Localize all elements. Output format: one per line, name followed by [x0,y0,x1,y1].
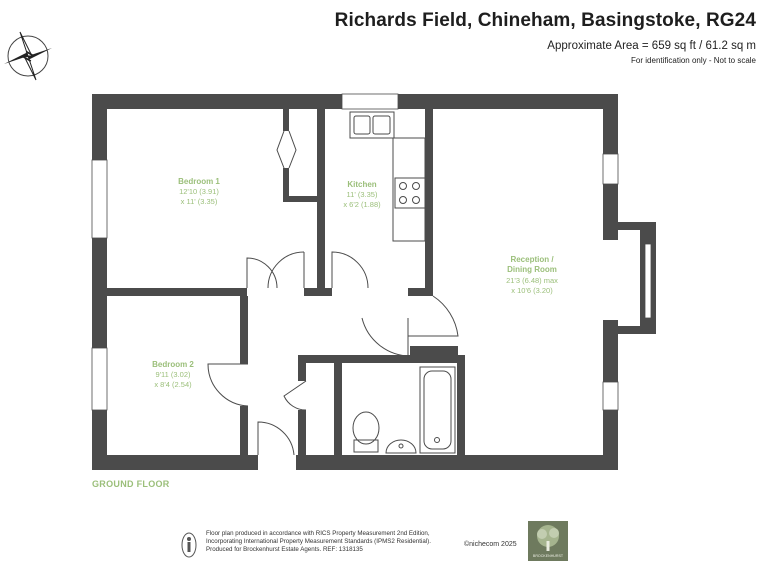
footer-text: Floor plan produced in accordance with R… [206,530,431,554]
basin-icon [385,439,417,454]
fixtures [349,111,456,454]
kitchen-sink-icon [349,111,395,139]
internal-walls [107,109,465,455]
property-title: Richards Field, Chineham, Basingstoke, R… [334,10,756,31]
worktop [392,137,426,242]
bedroom1-dim2: x 11' (3.35) [181,197,218,206]
footer-line3: Produced for Brockenhurst Estate Agents.… [206,546,363,553]
reception-dim2: x 10'6 (3.20) [511,286,553,295]
hob-icon [394,177,426,209]
windows [91,93,652,411]
footer-line1: Floor plan produced in accordance with R… [206,530,430,537]
bedroom2-dim1: 9'11 (3.02) [155,370,191,379]
footer: Floor plan produced in accordance with R… [180,530,480,560]
bath-icon [419,366,456,454]
logo-text: BROCKENHURST [533,554,564,558]
approximate-area: Approximate Area = 659 sq ft / 61.2 sq m [547,40,756,52]
floor-label: GROUND FLOOR [92,479,170,489]
footer-line2: Incorporating International Property Mea… [206,538,431,545]
reception-dim1: 21'3 (6.48) max [506,276,558,285]
bedroom2-dim2: x 8'4 (2.54) [154,380,192,389]
bedroom2-name: Bedroom 2 [152,360,194,369]
door-swings [207,130,459,456]
kitchen-dim2: x 6'2 (1.88) [343,200,381,209]
room-labels: Bedroom 1 12'10 (3.91) x 11' (3.35) Kitc… [152,177,558,389]
copyright-text: ©nichecom 2025 [464,541,517,548]
kitchen-dim1: 11' (3.35) [347,190,378,199]
toilet-icon [352,411,380,445]
ipms-person-icon [181,532,197,558]
kitchen-name: Kitchen [347,180,376,189]
compass-icon: N [4,31,52,81]
bedroom1-dim1: 12'10 (3.91) [179,187,219,196]
outer-walls [92,94,656,470]
bedroom1-name: Bedroom 1 [178,177,220,186]
reception-name-line2: Dining Room [507,265,557,274]
tree-icon: BROCKENHURST [533,525,564,558]
scale-note: For identification only - Not to scale [631,56,756,65]
brockenhurst-logo: BROCKENHURST [528,521,568,561]
reception-name-line1: Reception / [510,255,554,264]
